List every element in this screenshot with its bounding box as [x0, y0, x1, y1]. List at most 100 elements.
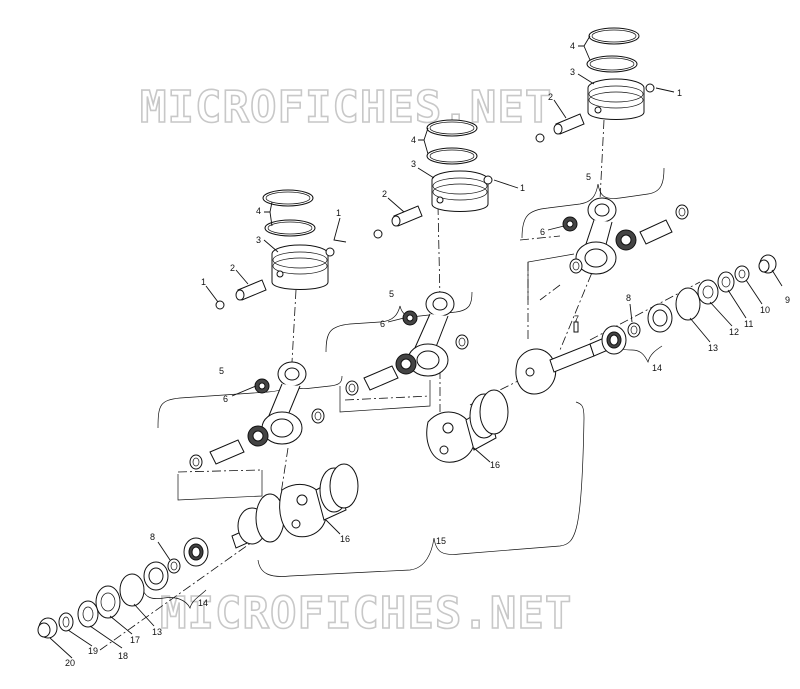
crank-pin-left	[209, 439, 245, 465]
crank-web-5	[515, 348, 556, 395]
callout-1c: 1	[520, 183, 525, 193]
callout-6a: 6	[223, 394, 228, 404]
main-bearing-right	[601, 325, 627, 355]
callout-9: 9	[785, 295, 790, 305]
clip-right-b	[645, 83, 655, 93]
callout-16b: 16	[490, 460, 500, 470]
callout-2b: 2	[382, 189, 387, 199]
clip-middle-b	[483, 175, 493, 185]
leader-lines	[49, 35, 783, 659]
callout-4c: 4	[570, 41, 575, 51]
callout-12: 12	[729, 327, 739, 337]
callout-18: 18	[118, 651, 128, 661]
needle-bearing-right-big	[615, 229, 637, 251]
thrust-washer-middle-b	[455, 334, 469, 350]
thrust-washer-right-a	[569, 258, 583, 274]
crank-web-2	[279, 483, 328, 538]
oil-seal-12	[697, 279, 719, 305]
watermark-top: MICROFICHES.NET	[140, 82, 552, 133]
callout-6c: 6	[540, 227, 545, 237]
needle-bearing-middle-big	[395, 353, 417, 375]
crank-pin-right	[639, 219, 673, 245]
clip-left-a	[215, 300, 225, 310]
callout-8a: 8	[626, 293, 631, 303]
washer-11	[717, 271, 735, 293]
watermark-bottom: MICROFICHES.NET	[160, 588, 572, 639]
clip-left-b	[325, 247, 335, 257]
piston-rings-middle	[426, 119, 478, 165]
thrust-washer-right-b	[675, 204, 689, 220]
clip-middle-a	[373, 229, 383, 239]
callout-1a: 1	[201, 277, 206, 287]
main-bearing-left	[183, 537, 209, 567]
connecting-rod-right	[575, 197, 617, 275]
seal-bearing-right	[647, 303, 673, 333]
callout-5a: 5	[219, 366, 224, 376]
piston-right	[587, 78, 645, 120]
piston-middle	[431, 170, 489, 212]
crank-web-4	[426, 411, 476, 463]
brackets	[141, 167, 665, 610]
piston-left	[271, 244, 329, 290]
callout-1d: 1	[677, 88, 682, 98]
seal-bearing-left	[143, 561, 169, 591]
retaining-ring-13-right	[675, 287, 701, 321]
cylinder-group-right	[535, 27, 689, 275]
cylinder-group-left	[189, 189, 335, 470]
crankshaft	[231, 321, 609, 549]
end-cap-9	[758, 254, 777, 274]
retaining-ring-13-left	[119, 573, 145, 607]
ring-19	[58, 612, 74, 632]
clip-right-a	[535, 133, 545, 143]
thrust-washer-middle-a	[345, 380, 359, 396]
callout-5b: 5	[389, 289, 394, 299]
spacer-10	[734, 265, 750, 283]
connecting-rod-middle	[407, 291, 455, 377]
right-end-parts	[601, 254, 777, 355]
callout-6b: 6	[380, 319, 385, 329]
callout-3c: 3	[570, 67, 575, 77]
callout-8b: 8	[150, 532, 155, 542]
snap-ring-right	[627, 322, 641, 338]
callout-4b: 4	[411, 135, 416, 145]
needle-bearing-left-small	[254, 378, 270, 394]
piston-rings-right	[586, 27, 640, 73]
crank-output-shaft	[549, 343, 595, 373]
callout-19: 19	[88, 646, 98, 656]
connecting-rod-left	[261, 361, 307, 445]
callout-13b: 13	[152, 627, 162, 637]
crank-pin-middle	[363, 365, 399, 391]
needle-bearing-left-big	[247, 425, 269, 447]
washer-18	[77, 600, 99, 628]
needle-bearing-right-small	[562, 216, 578, 232]
callout-14b: 14	[198, 598, 208, 608]
oil-seal-17	[95, 585, 121, 619]
end-cap-20	[37, 617, 58, 639]
callout-20: 20	[65, 658, 75, 668]
callout-13a: 13	[708, 343, 718, 353]
callout-7: 7	[574, 314, 579, 324]
left-end-parts	[37, 537, 209, 639]
piston-rings-left	[262, 189, 316, 237]
callout-17: 17	[130, 635, 140, 645]
needle-bearing-middle-small	[402, 310, 418, 326]
callout-16a: 16	[340, 534, 350, 544]
callout-numbers: 1 1 1 1 2 2 2 3 3 3 4 4 4 5 5 5 6 6 6 7 …	[65, 41, 790, 668]
thrust-washer-left-a	[189, 454, 203, 470]
thrust-washer-left-b	[311, 408, 325, 424]
cylinder-group-middle	[345, 119, 493, 396]
callout-4a: 4	[256, 206, 261, 216]
callout-15: 15	[436, 536, 446, 546]
callout-2c: 2	[548, 92, 553, 102]
callout-10: 10	[760, 305, 770, 315]
callout-14a: 14	[652, 363, 662, 373]
callout-1b: 1	[336, 208, 341, 218]
callout-5c: 5	[586, 172, 591, 182]
snap-ring-left	[167, 558, 181, 574]
callout-11: 11	[744, 319, 753, 329]
callout-3b: 3	[411, 159, 416, 169]
callout-2a: 2	[230, 263, 235, 273]
callout-3a: 3	[256, 235, 261, 245]
